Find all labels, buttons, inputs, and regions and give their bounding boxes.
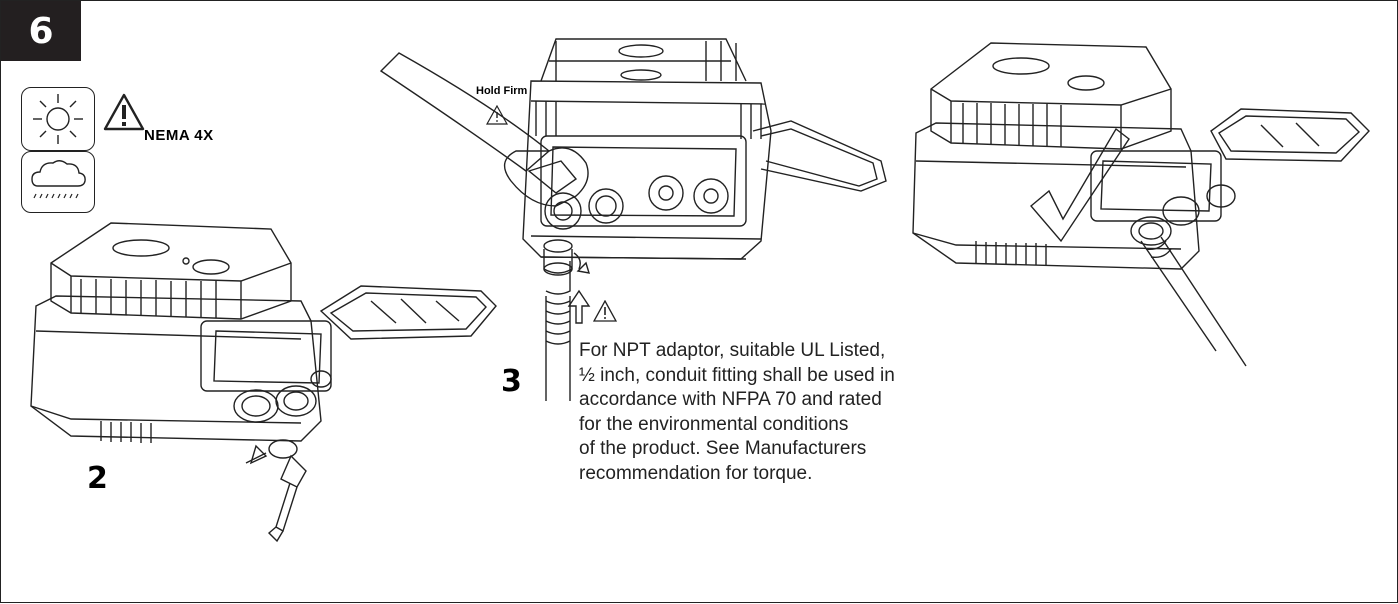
hold-firm-label: Hold Firm [476, 85, 528, 97]
step-number-badge: 6 [1, 1, 81, 61]
nema-rating-label: NEMA 4X [144, 127, 214, 144]
actuator-illustration-left [30, 222, 497, 543]
sun-icon [33, 94, 83, 144]
substep-3-label: 3 [501, 364, 522, 399]
checkmark-icon [1030, 127, 1130, 243]
conduit-warning-icon [593, 300, 617, 322]
substep-2-label: 2 [87, 461, 108, 496]
sun-icon-box [21, 87, 95, 151]
ul-conduit-note: For NPT adaptor, suitable UL Listed, ½ i… [579, 340, 895, 484]
warning-icon [103, 93, 145, 131]
actuator-illustration-right [912, 42, 1370, 367]
actuator-illustration-middle [379, 38, 887, 401]
rain-cloud-icon [31, 160, 86, 199]
rain-cloud-icon-box [21, 151, 95, 213]
